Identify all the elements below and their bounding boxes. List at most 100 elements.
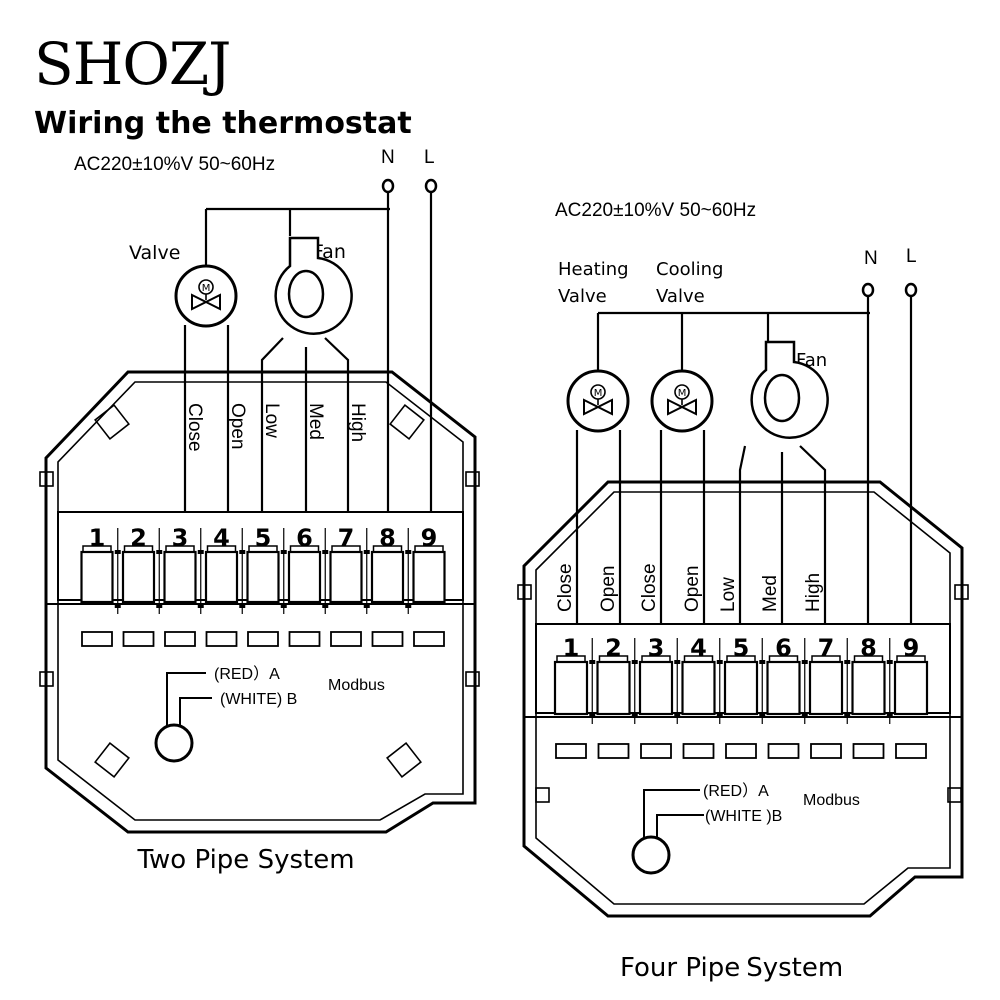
terminal-slot (413, 631, 445, 647)
terminal-box (329, 550, 363, 604)
two-pipe-wire-label-med: Med (305, 403, 326, 440)
terminal-box (638, 660, 674, 716)
four-pipe-terminal-6: 6 (775, 634, 792, 662)
four-pipe-terminal-8: 8 (860, 634, 877, 662)
svg-text:M: M (594, 388, 603, 399)
two-pipe-modbus: (RED）A (WHITE) B Modbus (154, 665, 385, 763)
terminal-box (893, 660, 929, 716)
four-pipe-wire-label-med: Med (760, 575, 781, 612)
terminal-slot (247, 631, 279, 647)
two-pipe-neutral-terminal (381, 178, 395, 194)
terminal-slot (810, 743, 842, 759)
two-pipe-diagram: AC220±10%V 50~60Hz N L Valve Fan M (39, 147, 480, 875)
two-pipe-modbus-port (154, 723, 194, 763)
terminal-slot (725, 743, 757, 759)
terminal-box (204, 550, 239, 604)
four-pipe-wire-label-close-1: Close (555, 563, 576, 612)
four-pipe-terminal-3: 3 (648, 634, 665, 662)
terminal-box (121, 550, 156, 604)
terminal-box (596, 660, 631, 716)
two-pipe-live-terminal (424, 178, 438, 194)
two-pipe-caption: Two Pipe System (136, 845, 354, 875)
terminal-box (246, 550, 280, 604)
four-pipe-terminal-5: 5 (733, 634, 750, 662)
four-pipe-heating-valve-label: Heating (558, 259, 629, 280)
two-pipe-terminal-4: 4 (213, 524, 230, 552)
logo: SHOZJ (34, 30, 231, 98)
terminal-box (766, 660, 801, 716)
two-pipe-terminal-5: 5 (255, 524, 272, 552)
terminal-box (553, 660, 589, 716)
terminal-slot (122, 631, 155, 647)
two-pipe-modbus-a-label: (RED）A (214, 665, 280, 683)
terminal-slot (640, 743, 672, 759)
terminal-slot (895, 743, 927, 759)
terminal-box (80, 550, 114, 604)
four-pipe-modbus-port (631, 835, 671, 875)
terminal-slot (288, 631, 321, 647)
four-pipe-wire-label-open-2: Open (682, 566, 703, 612)
two-pipe-wire-label-low: Low (261, 403, 282, 438)
four-pipe-live-label: L (906, 246, 917, 267)
terminal-box (412, 550, 446, 604)
terminal-slot (852, 743, 885, 759)
terminal-box (851, 660, 886, 716)
terminal-slot (555, 743, 587, 759)
terminal-slot (767, 743, 800, 759)
two-pipe-wire-label-open: Open (227, 403, 248, 449)
four-pipe-supply-label: AC220±10%V 50~60Hz (555, 200, 756, 221)
two-pipe-terminal-9: 9 (421, 524, 438, 552)
four-pipe-diagram: AC220±10%V 50~60Hz N L Heating Valve Coo… (517, 200, 969, 983)
two-pipe-valve-label: Valve (129, 242, 180, 264)
terminal-slot (682, 743, 715, 759)
terminal-box (370, 550, 405, 604)
two-pipe-wire-label-close: Close (184, 403, 205, 452)
two-pipe-modbus-b-label: (WHITE) B (220, 691, 297, 708)
two-pipe-terminal-7: 7 (338, 524, 355, 552)
terminal-slot (205, 631, 238, 647)
four-pipe-terminal-1: 1 (563, 634, 580, 662)
terminal-box (287, 550, 322, 604)
two-pipe-terminal-6: 6 (296, 524, 313, 552)
four-pipe-wire-label-high: High (803, 573, 824, 612)
two-pipe-valve-icon: M (174, 264, 238, 328)
two-pipe-neutral-label: N (381, 147, 395, 168)
four-pipe-cooling-valve-icon: M (650, 369, 714, 433)
page-title: Wiring the thermostat (34, 106, 412, 141)
four-pipe-modbus: (RED）A (WHITE )B Modbus (631, 782, 860, 875)
four-pipe-heating-valve-label-2: Valve (558, 286, 607, 307)
four-pipe-neutral-terminal (861, 282, 875, 298)
two-pipe-terminal-3: 3 (172, 524, 189, 552)
terminal-box (723, 660, 759, 716)
terminal-slot (164, 631, 196, 647)
four-pipe-cooling-valve-label: Cooling (656, 259, 723, 280)
four-pipe-terminal-9: 9 (903, 634, 920, 662)
two-pipe-terminal-2: 2 (130, 524, 147, 552)
terminal-box (681, 660, 716, 716)
four-pipe-terminal-4: 4 (690, 634, 707, 662)
terminal-slot (81, 631, 113, 647)
logo-text: SHOZJ (34, 30, 230, 98)
terminal-slot (597, 743, 630, 759)
four-pipe-modbus-label: Modbus (803, 792, 860, 809)
four-pipe-neutral-label: N (864, 248, 878, 269)
two-pipe-thermostat-housing (44, 370, 477, 834)
four-pipe-wire-label-close-2: Close (639, 563, 660, 612)
two-pipe-wiring (183, 192, 433, 512)
terminal-box (163, 550, 197, 604)
four-pipe-wiring (575, 296, 913, 624)
four-pipe-modbus-a-label: (RED）A (703, 782, 769, 800)
terminal-slot (330, 631, 362, 647)
four-pipe-terminal-2: 2 (605, 634, 622, 662)
four-pipe-live-terminal (904, 282, 918, 298)
two-pipe-terminal-1: 1 (89, 524, 106, 552)
four-pipe-heating-valve-icon: M (566, 369, 630, 433)
two-pipe-modbus-label: Modbus (328, 677, 385, 694)
four-pipe-thermostat-housing (522, 480, 964, 918)
four-pipe-wire-label-open-1: Open (598, 566, 619, 612)
four-pipe-modbus-b-label: (WHITE )B (705, 808, 782, 825)
svg-text:M: M (678, 388, 687, 399)
